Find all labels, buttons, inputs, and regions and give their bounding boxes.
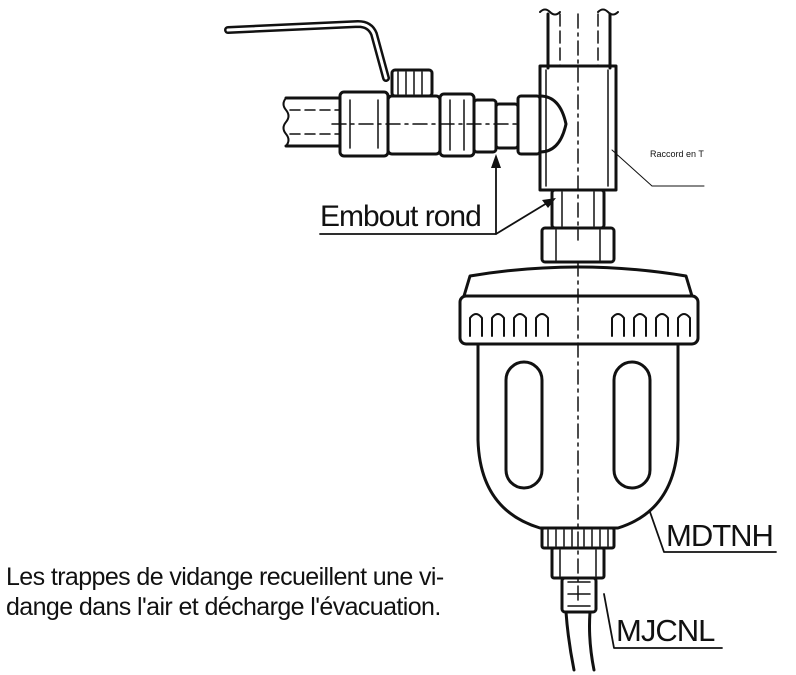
caption-line-1: Les trappes de vidange recueillent une v… [6, 563, 444, 591]
caption-line-2: dange dans l'air et décharge l'évacuatio… [6, 593, 441, 621]
label-tee-fitting: Raccord en T [650, 149, 704, 159]
leader-arrowheads [491, 154, 556, 208]
label-drain-trap: MDTNH [666, 518, 773, 553]
tee-fitting [538, 13, 618, 241]
leader-lines [319, 149, 777, 649]
ball-valve-handle [224, 20, 390, 82]
label-round-nipple: Embout rond [320, 200, 481, 233]
filter-head [458, 265, 700, 346]
caption: Les trappes de vidange recueillent une v… [6, 562, 496, 622]
vertical-pipe [539, 8, 619, 70]
hose-fitting [560, 576, 598, 672]
horizontal-pipe [282, 96, 342, 148]
ball-valve-body [331, 68, 521, 158]
round-nipple [494, 94, 542, 156]
label-hose-fitting: MJCNL [616, 613, 715, 648]
